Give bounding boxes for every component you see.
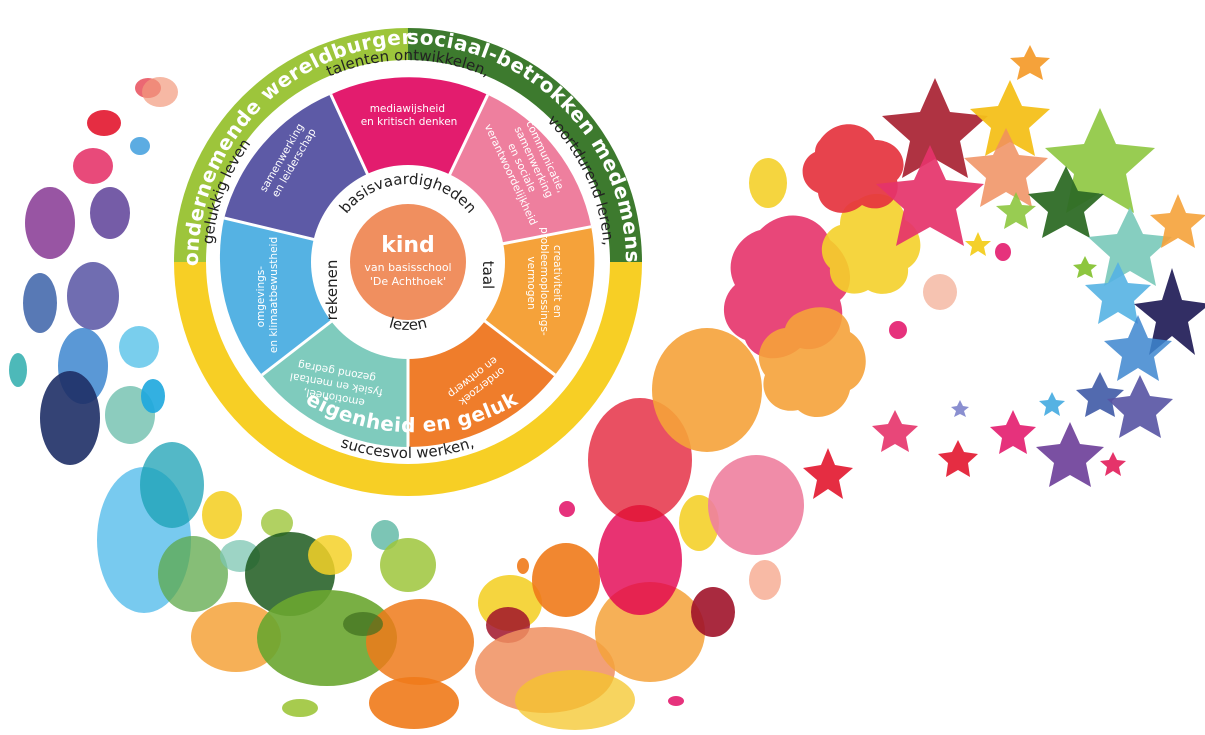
- center-circle: [350, 204, 466, 320]
- decor-stars: [803, 45, 1205, 499]
- decor-left-ellipses: [9, 77, 178, 465]
- segment-omgeving-label: omgevings- en klimaatbewustheid: [255, 237, 280, 353]
- segment-media-label: mediawijsheid en kritisch denken: [361, 103, 458, 128]
- basis-label-left: rekenen: [323, 260, 341, 321]
- basis-label-right: taal: [479, 261, 497, 289]
- decor-blobs: [723, 124, 921, 418]
- decor-bottom-swirl: [97, 158, 1011, 730]
- basis-label-bottom: lezen: [387, 314, 428, 335]
- svg-text:lezen: lezen: [387, 314, 428, 335]
- center-title: kind: [381, 233, 435, 258]
- center-line1: van basisschool: [364, 261, 451, 274]
- decorative-shapes: [9, 45, 1205, 730]
- segment-creativiteit-label: creativiteit en probleemoplossings- verm…: [525, 227, 563, 339]
- curriculum-wheel: ondernemende wereldburger sociaal-betrok…: [174, 25, 645, 496]
- center-line2: 'De Achthoek': [370, 275, 446, 288]
